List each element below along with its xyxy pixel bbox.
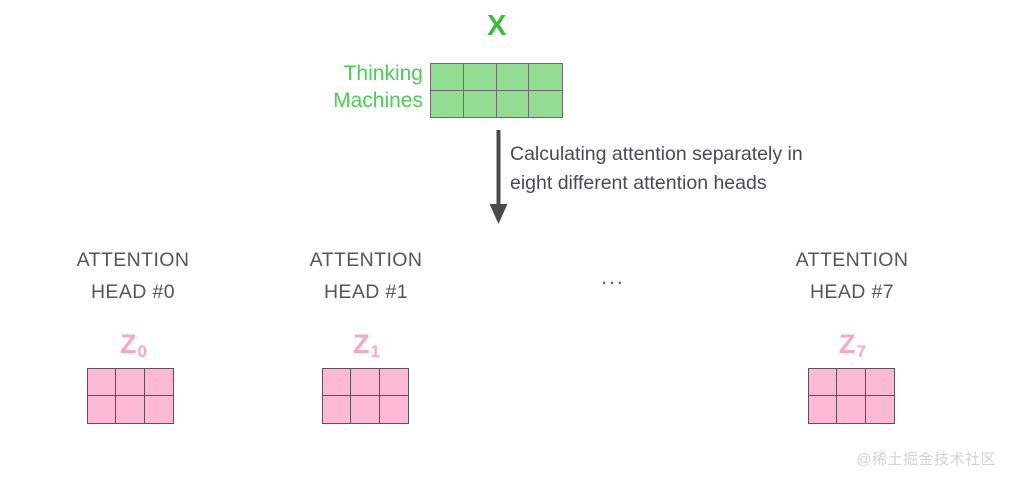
matrix-cell [529,64,562,91]
matrix-cell [88,369,117,396]
token-label-machines: Machines [333,89,423,112]
head-0-title-line-2: HEAD #0 [90,281,176,303]
z1-base: Z [353,329,370,359]
attention-head-0-output-label: Z0 [23,328,243,364]
matrix-cell [379,396,408,423]
head-7-title-line-2: HEAD #7 [809,281,895,303]
matrix-cell [837,396,866,423]
attention-head-0-output-matrix [87,368,174,424]
matrix-cell [116,396,145,423]
attention-head-7-output-label: Z7 [742,328,962,364]
matrix-cell [865,396,894,423]
input-matrix-x [430,63,563,118]
input-matrix-label: X [487,10,507,42]
caption-line-1: Calculating attention separately in [510,143,803,165]
matrix-cell [144,369,173,396]
matrix-cell [379,369,408,396]
watermark: @稀土掘金技术社区 [856,451,996,468]
matrix-cell [88,396,117,423]
input-token-labels: Thinking Machines [290,60,423,114]
attention-head-7-title: ATTENTION HEAD #7 [742,244,962,308]
matrix-cell [837,369,866,396]
downward-arrow-icon [486,128,512,226]
matrix-cell [463,64,497,91]
matrix-cell [323,396,352,423]
matrix-cell [809,369,838,396]
z7-base: Z [839,329,856,359]
matrix-cell [809,396,838,423]
matrix-cell [323,369,352,396]
attention-head-1-output-label: Z1 [256,328,476,364]
z7-subscript: 7 [856,342,866,361]
head-7-title-line-1: ATTENTION [795,249,909,271]
matrix-cell [351,396,380,423]
matrix-cell [496,90,530,117]
matrix-cell [144,396,173,423]
caption-line-2: eight different attention heads [510,172,767,194]
matrix-cell [463,90,497,117]
head-0-title-line-1: ATTENTION [76,249,190,271]
attention-head-1-output-matrix [322,368,409,424]
attention-head-0-title: ATTENTION HEAD #0 [23,244,243,308]
head-1-title-line-1: ATTENTION [309,249,423,271]
matrix-cell [496,64,530,91]
heads-ellipsis: ... [601,266,625,289]
head-1-title-line-2: HEAD #1 [323,281,409,303]
z0-subscript: 0 [137,342,147,361]
transition-caption: Calculating attention separately in eigh… [510,140,910,198]
matrix-cell [431,64,464,91]
z0-base: Z [120,329,137,359]
matrix-cell [431,90,464,117]
attention-head-7-output-matrix [808,368,895,424]
token-label-thinking: Thinking [343,62,423,85]
matrix-cell [865,369,894,396]
attention-head-1-title: ATTENTION HEAD #1 [256,244,476,308]
matrix-cell [529,90,562,117]
matrix-cell [116,369,145,396]
z1-subscript: 1 [370,342,380,361]
matrix-cell [351,369,380,396]
